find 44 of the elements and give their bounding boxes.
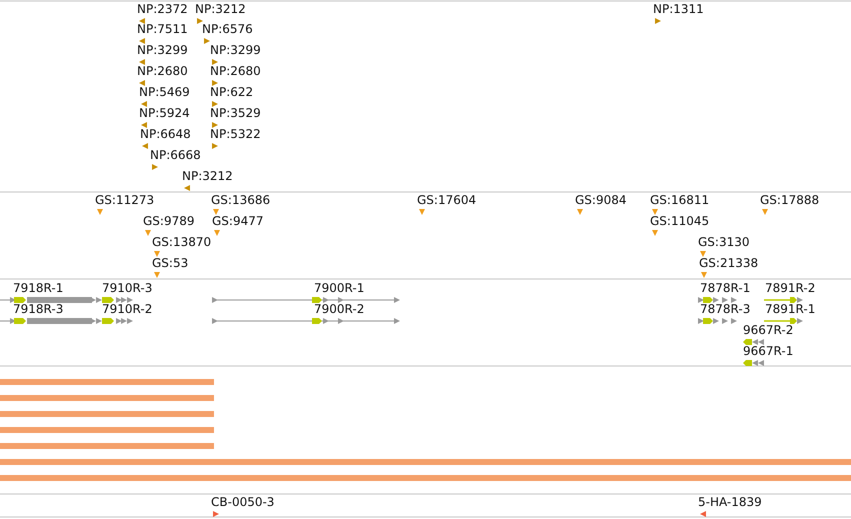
feature-label: NP:2680: [210, 64, 261, 78]
feature-label: GS:13870: [152, 235, 212, 249]
feature-label: CB-0050-3: [211, 495, 274, 509]
feature-label: NP:3529: [210, 106, 261, 120]
feature-label: 7878R-3: [700, 302, 750, 316]
feature-label: GS:9084: [575, 193, 626, 207]
feature-label: GS:21338: [699, 256, 758, 270]
feature-label: NP:6576: [202, 22, 253, 36]
feature-label: NP:2372: [137, 2, 188, 16]
feature-label: 5-HA-1839: [698, 495, 762, 509]
feature-label: NP:622: [210, 85, 254, 99]
feature-label: NP:3299: [137, 43, 188, 57]
feature-label: GS:3130: [698, 235, 750, 249]
feature-label: GS:11045: [650, 214, 710, 228]
feature-label: 9667R-1: [743, 344, 794, 358]
feature-label: NP:5924: [139, 106, 190, 120]
feature-label: 7910R-2: [102, 302, 152, 316]
feature-label: GS:9477: [212, 214, 264, 228]
feature-label: NP:3212: [195, 2, 246, 16]
feature-label: NP:5469: [139, 85, 190, 99]
feature-label: 9667R-2: [743, 323, 794, 337]
feature-label: 7918R-1: [13, 281, 64, 295]
feature-label: NP:3212: [182, 169, 233, 183]
feature-label: GS:11273: [95, 193, 154, 207]
feature-label: NP:5322: [210, 127, 261, 141]
feature-label: GS:9789: [143, 214, 194, 228]
feature-label: 7900R-2: [314, 302, 364, 316]
feature-label: GS:13686: [211, 193, 270, 207]
feature-label: GS:17604: [417, 193, 476, 207]
feature-label: NP:6648: [140, 127, 191, 141]
feature-label: NP:6668: [150, 148, 201, 162]
feature-label: 7891R-2: [765, 281, 816, 295]
feature-label: GS:16811: [650, 193, 710, 207]
feature-label: GS:53: [152, 256, 188, 270]
feature-label: 7910R-3: [102, 281, 152, 295]
feature-label: 7891R-1: [765, 302, 816, 316]
feature-label: 7918R-3: [13, 302, 64, 316]
feature-label: NP:7511: [137, 22, 188, 36]
feature-label: NP:2680: [137, 64, 188, 78]
feature-label: 7878R-1: [700, 281, 750, 295]
feature-label: NP:3299: [210, 43, 261, 57]
feature-label: 7900R-1: [314, 281, 364, 295]
feature-label: NP:1311: [653, 2, 704, 16]
feature-label: GS:17888: [760, 193, 820, 207]
